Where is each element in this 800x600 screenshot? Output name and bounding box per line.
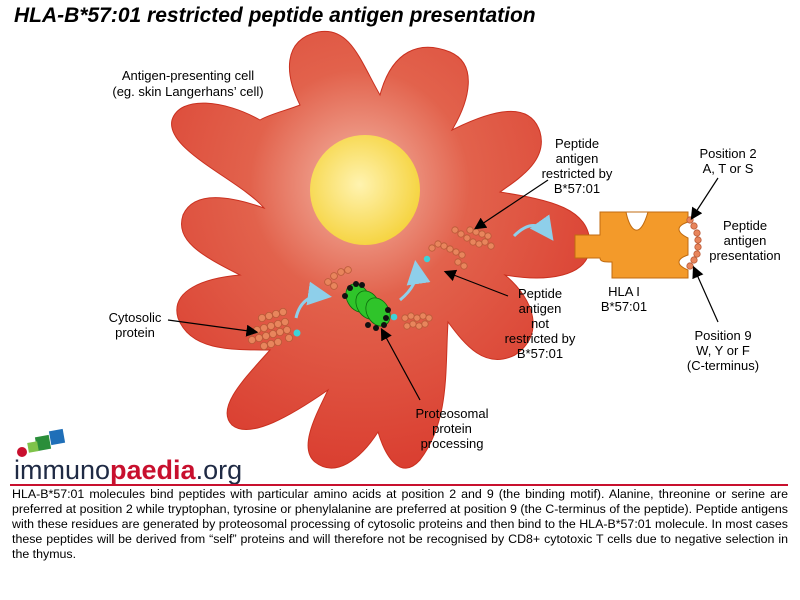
antigen-presenting-cell: [171, 30, 591, 469]
svg-text:A, T or S: A, T or S: [703, 161, 754, 176]
svg-text:antigen: antigen: [556, 151, 599, 166]
pointer-arrows: [167, 177, 719, 401]
svg-text:Peptide: Peptide: [723, 218, 767, 233]
logo-part-paedia: paedia: [110, 455, 196, 485]
svg-text:B*57:01: B*57:01: [554, 181, 600, 196]
svg-text:antigen: antigen: [724, 233, 767, 248]
bound-peptide: [686, 216, 702, 270]
logo-part-immuno: immuno: [14, 455, 111, 485]
svg-text:Peptide: Peptide: [555, 136, 599, 151]
svg-text:(eg. skin Langerhans’ cell): (eg. skin Langerhans’ cell): [112, 84, 263, 99]
svg-text:(C-terminus): (C-terminus): [687, 358, 759, 373]
diagram-title: HLA-B*57:01 restricted peptide antigen p…: [14, 4, 536, 27]
restricted-label: Peptide antigen restricted by B*57:01: [542, 136, 613, 196]
svg-text:restricted by: restricted by: [505, 331, 576, 346]
position2-label: Position 2 A, T or S: [699, 146, 756, 176]
peptide-not-restricted: [401, 312, 433, 330]
apc-label: Antigen-presenting cell (eg. skin Langer…: [112, 68, 263, 99]
svg-text:not: not: [531, 316, 549, 331]
svg-text:protein: protein: [432, 421, 472, 436]
svg-text:Position 2: Position 2: [699, 146, 756, 161]
svg-text:presentation: presentation: [709, 248, 781, 263]
cytosolic-label: Cytosolic protein: [109, 310, 162, 340]
nucleus: [310, 135, 420, 245]
logo-cubes-icon: [17, 428, 66, 457]
not-restricted-label: Peptide antigen not restricted by B*57:0…: [505, 286, 576, 361]
diagram-canvas: Antigen-presenting cell (eg. skin Langer…: [17, 30, 781, 469]
ubiquitin-tag: [293, 329, 301, 337]
svg-text:restricted by: restricted by: [542, 166, 613, 181]
svg-text:Position 9: Position 9: [694, 328, 751, 343]
process-arrows: [294, 214, 554, 319]
peptide-restricted: [428, 226, 495, 270]
proteosomal-label: Proteosomal protein processing: [416, 406, 489, 451]
presentation-label: Peptide antigen presentation: [709, 218, 781, 263]
svg-text:W, Y or F: W, Y or F: [696, 343, 750, 358]
hla-molecule: [574, 211, 689, 279]
svg-text:B*57:01: B*57:01: [517, 346, 563, 361]
position9-label: Position 9 W, Y or F (C-terminus): [687, 328, 759, 373]
svg-text:protein: protein: [115, 325, 155, 340]
svg-text:Proteosomal: Proteosomal: [416, 406, 489, 421]
immunopaedia-logo: immunopaedia.org: [14, 455, 242, 486]
svg-text:Peptide: Peptide: [518, 286, 562, 301]
svg-text:processing: processing: [421, 436, 484, 451]
logo-part-org: .org: [195, 455, 243, 485]
svg-text:antigen: antigen: [519, 301, 562, 316]
svg-text:B*57:01: B*57:01: [601, 299, 647, 314]
divider-rule: [10, 484, 788, 486]
svg-text:Antigen-presenting cell: Antigen-presenting cell: [122, 68, 254, 83]
ubiquitin-tag: [423, 255, 431, 263]
svg-text:Cytosolic: Cytosolic: [109, 310, 162, 325]
svg-text:HLA I: HLA I: [608, 284, 640, 299]
caption-text: HLA-B*57:01 molecules bind peptides with…: [12, 487, 788, 561]
proteasome: [324, 266, 398, 331]
hla-label: HLA I B*57:01: [601, 284, 647, 314]
